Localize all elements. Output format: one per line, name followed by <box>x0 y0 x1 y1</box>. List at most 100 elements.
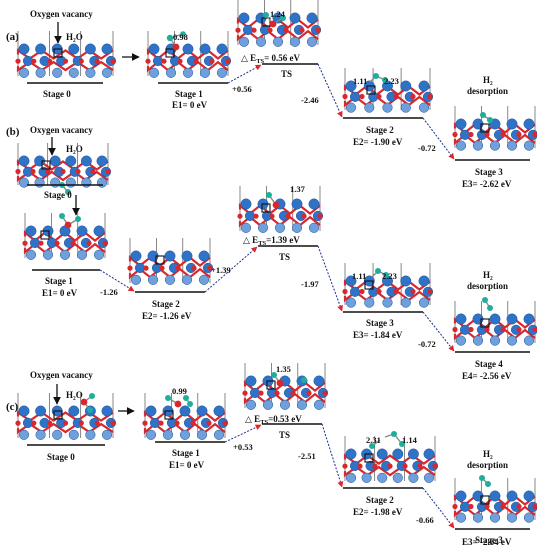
panel-c-bond-2: 1.35 <box>276 364 291 374</box>
panel-a-adsorbate-stage2 <box>369 73 388 83</box>
panel-b: (b) Oxygen vacancy H₂O <box>6 125 537 381</box>
panel-c-stage2-energy: E2= -1.98 eV <box>353 507 403 517</box>
panel-c-delta-2: -2.51 <box>298 451 316 461</box>
panel-b-stage3-structure <box>342 263 434 308</box>
panel-c-stage0-name: Stage 0 <box>47 452 75 462</box>
panel-c-connector-2 <box>321 423 344 488</box>
panel-a-adsorbate-ts <box>263 12 286 28</box>
panel-c-stage3-structure <box>452 478 537 523</box>
panel-a-bond-2: 1.24 <box>270 9 286 19</box>
panel-c-stage0-structure <box>15 393 117 440</box>
panel-b-connector-1 <box>99 269 135 292</box>
panel-a: (a) Oxygen vacancy H₂O <box>6 0 537 189</box>
panel-b-stage2-structure <box>127 238 214 285</box>
panel-b-connector-4 <box>422 311 455 352</box>
panel-b-stage1-structure <box>22 213 109 260</box>
panel-c-label: (c) <box>6 401 19 413</box>
panel-b-ts-structure <box>237 186 324 233</box>
panel-b-connector-3 <box>317 245 343 312</box>
panel-b-adsorbate-stage4 <box>482 297 493 311</box>
panel-c-adsorbate-stage1 <box>165 395 193 408</box>
panel-c-ts-structure <box>242 363 329 410</box>
panel-a-stage3-name: Stage 3 <box>475 167 503 177</box>
panel-a-connector-3 <box>422 117 455 160</box>
panel-c-stage3-energy: E3= -2.64 eV <box>462 537 512 547</box>
panel-b-stage2-energy: E2= -1.26 eV <box>142 311 192 321</box>
panel-b-vacancy-label: Oxygen vacancy <box>30 125 93 135</box>
panel-a-connector-1 <box>227 64 262 84</box>
panel-c-adsorbate-ts <box>271 372 307 387</box>
panel-b-stage0-structure <box>15 143 112 188</box>
panel-a-stage2-energy: E2= -1.90 eV <box>353 137 403 147</box>
panel-a-bond-1: 0.98 <box>173 32 188 42</box>
panel-b-label: (b) <box>6 126 20 138</box>
panel-c-stage1-name: Stage 1 <box>172 448 200 458</box>
panel-a-bond-3: 1.11 <box>353 76 367 86</box>
panel-a-bond-4: 2.23 <box>384 76 399 86</box>
panel-c-connector-3 <box>422 487 455 529</box>
panel-c: (c) Oxygen vacancy H₂O <box>6 363 537 547</box>
panel-b-stage4-energy: E4= -2.56 eV <box>462 371 512 381</box>
panel-b-adsorbate-stage1 <box>59 213 81 229</box>
panel-a-adsorbate-stage3 <box>480 112 493 123</box>
panel-c-adsorbate-stage3 <box>479 475 491 487</box>
panel-a-delta-3: -0.72 <box>418 143 436 153</box>
panel-b-delta-4: -0.72 <box>418 339 436 349</box>
panel-a-ts-label: TS <box>281 69 292 79</box>
panel-c-bond-4: 1.14 <box>402 435 418 445</box>
panel-b-water-label: H₂O <box>66 144 83 154</box>
panel-c-delta-1: +0.53 <box>233 442 253 452</box>
panel-a-ets: △ ETS= 0.56 eV <box>241 53 301 65</box>
panel-b-delta-3: -1.97 <box>301 279 319 289</box>
panel-b-h2: H₂ <box>483 270 493 280</box>
panel-c-stage1-energy: E1= 0 eV <box>169 460 205 470</box>
panel-c-vacancy-label: Oxygen vacancy <box>30 370 93 380</box>
panel-c-bond-1: 0.99 <box>172 386 187 396</box>
panel-a-desorption: desorption <box>467 86 508 96</box>
panel-b-stage1-name: Stage 1 <box>45 276 73 286</box>
panel-a-ts-structure <box>235 0 322 47</box>
panel-a-stage0-name: Stage 0 <box>43 89 71 99</box>
panel-a-delta-1: +0.56 <box>232 84 252 94</box>
panel-b-bond-1: 1.37 <box>290 184 306 194</box>
panel-c-adsorbate-stage2 <box>369 431 405 449</box>
panel-c-ets: △ ETS=0.53 eV <box>245 414 302 426</box>
panel-c-connector-1 <box>224 424 262 443</box>
panel-b-stage3-energy: E3= -1.84 eV <box>353 330 403 340</box>
panel-a-connector-2 <box>317 63 343 118</box>
panel-c-adsorbate-stage0 <box>80 393 95 413</box>
panel-b-stage2-name: Stage 2 <box>152 299 180 309</box>
panel-a-stage1-structure <box>145 31 232 78</box>
panel-a-water-label: H₂O <box>66 32 83 42</box>
panel-b-adsorbate-stage3 <box>371 268 389 278</box>
panel-c-stage2-name: Stage 2 <box>366 495 394 505</box>
panel-b-delta-2: +1.39 <box>211 265 231 275</box>
panel-b-stage4-structure <box>452 301 537 346</box>
panel-a-adsorbate-stage1 <box>166 31 186 51</box>
panel-b-ets: △ ETS=1.39 eV <box>243 235 300 247</box>
panel-c-stage3-name: Stage 3 <box>475 535 503 545</box>
panel-a-vacancy-label: Oxygen vacancy <box>30 9 93 19</box>
panel-b-bond-3: 2.23 <box>382 271 397 281</box>
panel-a-stage3-structure <box>452 106 537 151</box>
panel-b-stage3-name: Stage 3 <box>366 318 394 328</box>
panel-a-stage3-energy: E3= -2.62 eV <box>462 179 512 189</box>
panel-b-stage4-name: Stage 4 <box>475 359 503 369</box>
panel-c-bond-3: 2.31 <box>366 435 381 445</box>
panel-b-stage1-energy: E1= 0 eV <box>42 288 78 298</box>
panel-a-stage0-structure <box>15 31 117 78</box>
panel-c-h2: H₂ <box>483 449 493 459</box>
panel-a-stage1-energy: E1= 0 eV <box>172 100 208 110</box>
panel-a-h2: H₂ <box>483 75 493 85</box>
panel-a-stage2-structure <box>342 68 434 113</box>
panel-c-water-label: H₂O <box>66 390 83 400</box>
panel-a-stage1-name: Stage 1 <box>175 89 203 99</box>
panel-a-stage2-name: Stage 2 <box>366 125 394 135</box>
panel-c-delta-3: -0.66 <box>416 515 434 525</box>
panel-b-delta-1: -1.26 <box>100 287 118 297</box>
panel-c-desorption: desorption <box>467 460 508 470</box>
panel-b-bond-2: 1.11 <box>352 271 366 281</box>
panel-a-label: (a) <box>6 31 19 43</box>
